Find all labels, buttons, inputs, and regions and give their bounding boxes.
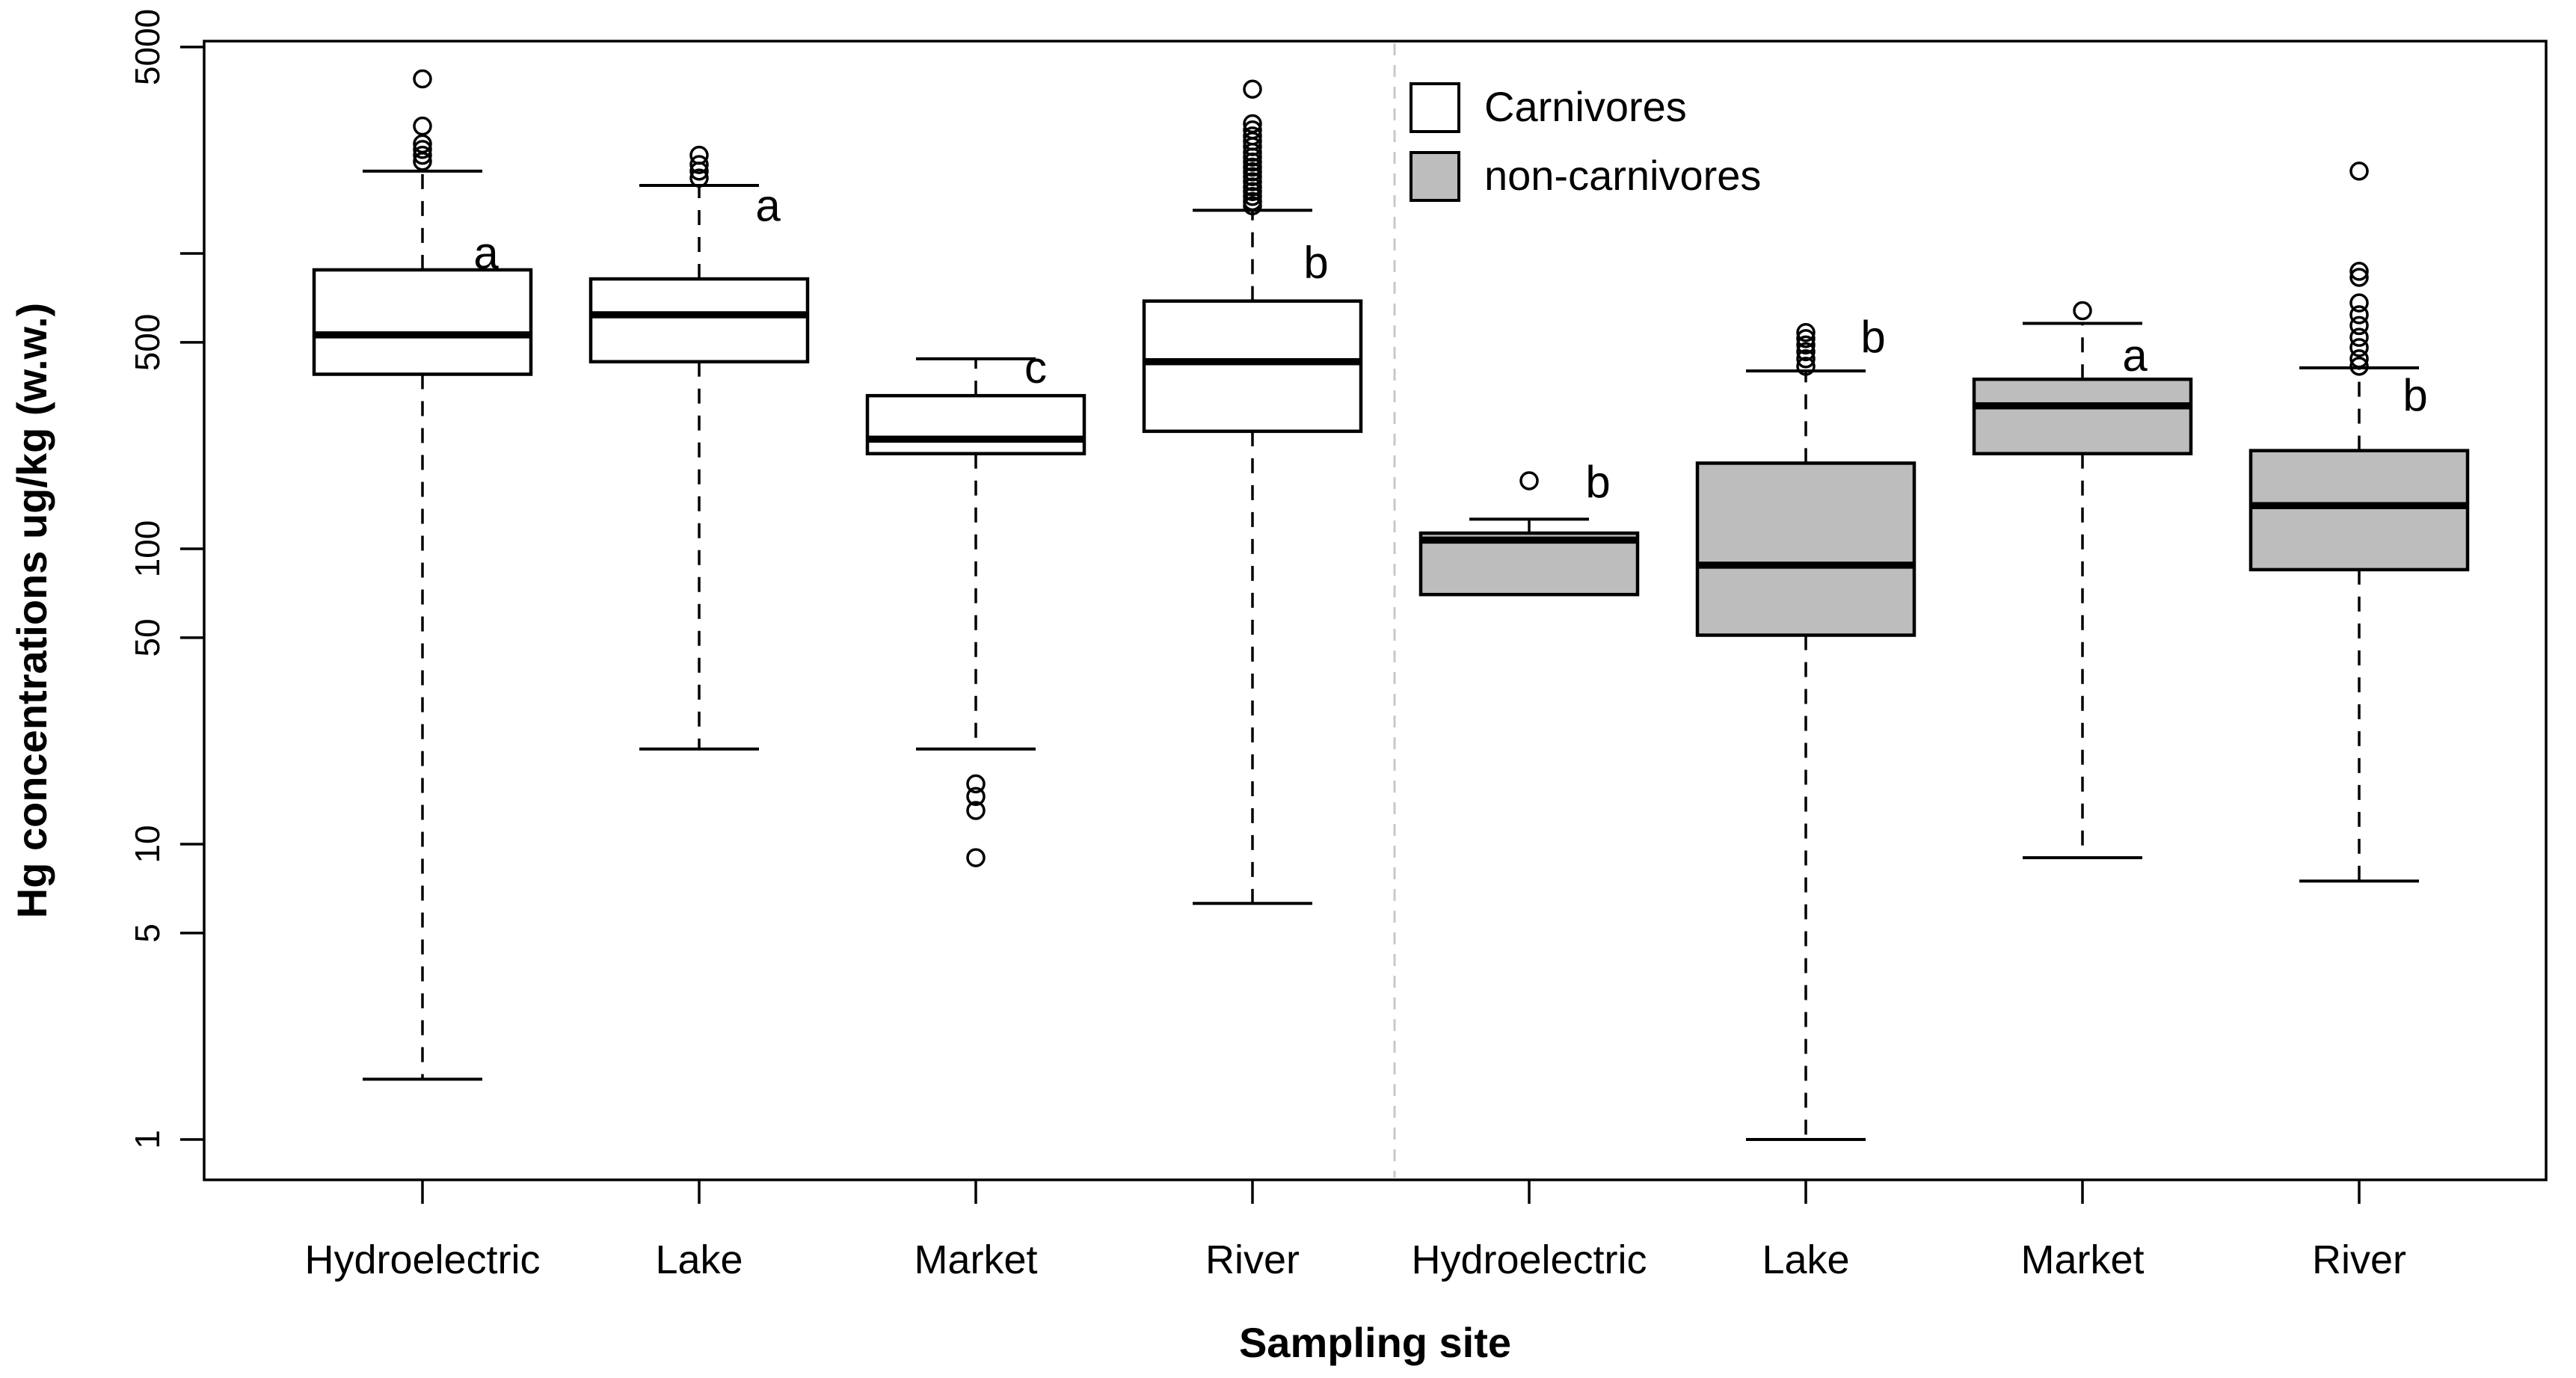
significance-letter: b (2403, 370, 2427, 420)
outlier-point (966, 774, 986, 794)
outlier-point (2349, 327, 2369, 347)
outlier-point (1243, 126, 1262, 146)
iqr-box (1142, 299, 1363, 434)
y-tick-label: 100 (128, 520, 167, 578)
y-axis-title: Hg concentrations ug/kg (w.w.) (8, 303, 55, 918)
outlier-point (1243, 114, 1262, 134)
outlier-point (2349, 357, 2369, 376)
iqr-box (865, 393, 1086, 455)
outlier-point (413, 69, 432, 89)
y-tick-label: 50 (128, 618, 167, 656)
x-tick-label-market-carnivores: Market (914, 1237, 1037, 1282)
iqr-box (2248, 449, 2470, 572)
significance-letter: b (1585, 457, 1610, 507)
legend-swatch-carnivores (1410, 82, 1460, 133)
outlier-point (1796, 349, 1816, 369)
legend-label-noncarnivores: non-carnivores (1484, 152, 1761, 199)
legend-label-carnivores: Carnivores (1484, 83, 1687, 130)
outlier-point (2349, 262, 2369, 281)
outlier-point (1796, 357, 1816, 376)
iqr-box (312, 268, 533, 376)
outlier-point (1796, 335, 1816, 355)
outlier-point (689, 145, 709, 165)
iqr-box (1972, 378, 2193, 455)
outlier-point (1243, 79, 1262, 99)
y-tick-label: 5 (128, 923, 167, 943)
outlier-point (2073, 301, 2092, 321)
boxplot-lake-noncarnivores: b (1695, 312, 1916, 1141)
iqr-box (588, 277, 810, 364)
significance-letter: b (1303, 237, 1328, 287)
outlier-point (2349, 162, 2369, 181)
outlier-point (1243, 120, 1262, 140)
legend: Carnivores non-carnivores (1410, 82, 1761, 202)
outlier-point (689, 168, 709, 188)
outlier-point (2349, 293, 2369, 313)
y-tick-label: 500 (128, 314, 167, 372)
y-tick-label: 10 (128, 825, 167, 863)
outlier-point (966, 801, 986, 820)
outlier-point (1243, 191, 1262, 212)
outlier-point (2349, 338, 2369, 357)
x-tick-label-river-noncarnivores: River (2312, 1237, 2406, 1282)
x-tick-label-lake-noncarnivores: Lake (1762, 1237, 1849, 1282)
outlier-point (413, 134, 432, 154)
x-tick-label-hydroelectric-carnivores: Hydroelectric (304, 1237, 540, 1282)
outlier-point (1243, 167, 1262, 187)
outlier-point (1243, 172, 1262, 191)
outlier-point (966, 848, 986, 867)
outlier-point (1243, 157, 1262, 177)
outlier-point (2349, 349, 2369, 369)
outlier-point (2349, 316, 2369, 336)
boxplot-lake-carnivores: a (588, 145, 810, 751)
outlier-point (2349, 268, 2369, 287)
boxplot-river-carnivores: b (1142, 79, 1363, 905)
boxplot-hydroelectric-carnivores: a (312, 69, 533, 1081)
outlier-point (1796, 322, 1816, 342)
iqr-box (1695, 461, 1916, 637)
outlier-point (966, 787, 986, 807)
outlier-point (413, 145, 432, 165)
plot-frame (203, 40, 2548, 1181)
significance-letter: a (473, 228, 499, 278)
significance-letter: c (1024, 342, 1047, 393)
significance-letter: b (1860, 312, 1885, 362)
y-tick-label: 5000 (128, 9, 167, 85)
boxplot-hydroelectric-noncarnivores: b (1418, 457, 1640, 597)
x-tick-label-lake-carnivores: Lake (655, 1237, 743, 1282)
boxplot-market-noncarnivores: a (1972, 301, 2193, 860)
outlier-point (2349, 305, 2369, 324)
outlier-point (689, 155, 709, 174)
x-tick-label-hydroelectric-noncarnivores: Hydroelectric (1411, 1237, 1647, 1282)
boxplot-river-noncarnivores: b (2248, 162, 2470, 883)
x-tick-label-market-noncarnivores: Market (2020, 1237, 2144, 1282)
outlier-point (413, 116, 432, 136)
outlier-point (1243, 177, 1262, 197)
legend-swatch-noncarnivores (1410, 151, 1460, 202)
y-tick-label: 1 (128, 1130, 167, 1149)
x-tick-label-river-carnivores: River (1205, 1237, 1300, 1282)
outlier-point (1796, 342, 1816, 362)
outlier-point (1796, 329, 1816, 348)
boxplot-market-carnivores: c (865, 342, 1086, 867)
outlier-point (1519, 471, 1539, 490)
x-axis-title: Sampling site (1239, 1319, 1511, 1366)
outlier-point (413, 140, 432, 159)
outlier-point (1243, 186, 1262, 206)
significance-letter: a (2122, 330, 2148, 381)
significance-letter: a (755, 180, 781, 230)
